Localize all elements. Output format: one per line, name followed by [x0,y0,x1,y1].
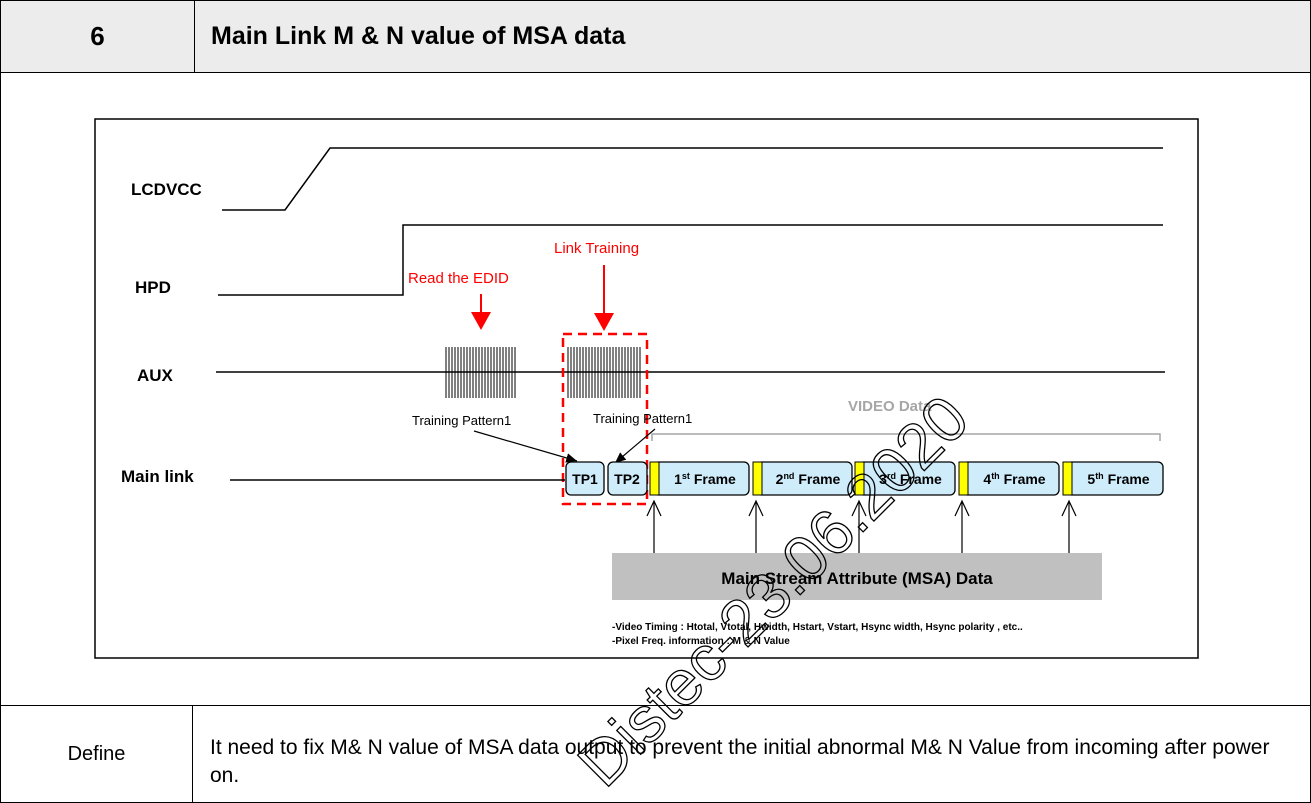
msa-arrows [646,499,1077,553]
frame-label: 1st Frame [674,471,736,487]
aux-burst-read-edid [445,347,516,398]
msa-up-arrowhead [851,499,867,517]
msa-up-arrowhead [1061,499,1077,517]
msa-label: Main Stream Attribute (MSA) Data [721,569,993,588]
tp2-label: TP2 [614,471,640,487]
section-number: 6 [1,1,195,72]
frame-label: 3rd Frame [879,471,942,487]
read-edid-label: Read the EDID [408,270,509,287]
page-title: Main Link M & N value of MSA data [211,22,626,50]
msa-up-arrowhead [646,499,662,517]
header-row: 6 Main Link M & N value of MSA data [1,1,1310,73]
footer-row: Define It need to fix M& N value of MSA … [1,705,1310,803]
training-pattern-label-2: Training Pattern1 [593,411,692,426]
msa-up-arrowhead [748,499,764,517]
note-video-timing: -Video Timing : Htotal, Vtotal, Hwidth, … [612,622,1023,633]
tp1-box [565,461,605,496]
signal-label-main-link: Main link [121,467,194,486]
tp2-pointer-arrow [614,428,656,464]
frame-label: 2nd Frame [776,471,841,487]
aux-burst-link-training [567,347,641,398]
define-text: It need to fix M& N value of MSA data ou… [210,736,1270,787]
video-data-brace [651,433,1161,441]
note-pixel-freq: -Pixel Freq. information : M & N Value [612,636,790,647]
msa-box [612,553,1102,600]
training-pattern-label-1: Training Pattern1 [412,413,511,428]
msa-marker [752,461,763,496]
hpd-waveform [218,224,1163,296]
lcdvcc-waveform [222,147,1163,211]
signal-label-aux: AUX [137,366,174,385]
signal-label-hpd: HPD [135,278,171,297]
msa-up-arrowhead [954,499,970,517]
tp1-pointer-arrow [473,430,578,463]
video-data-label: VIDEO Data [848,398,932,415]
msa-marker [1062,461,1073,496]
link-training-label: Link Training [554,240,639,257]
signal-label-lcdvcc: LCDVCC [131,180,202,199]
tp2-box [607,461,648,496]
link-training-box [561,332,649,506]
frame-sequence: 1st Frame 2nd Frame 3rd Frame 4th Frame 5th … [649,461,1164,496]
msa-marker [958,461,969,496]
tp1-label: TP1 [572,471,598,487]
frame-label: 5th Frame [1087,471,1149,487]
msa-marker [854,461,865,496]
define-label: Define [1,706,193,803]
msa-marker [649,461,660,496]
frame-label: 4th Frame [983,471,1045,487]
